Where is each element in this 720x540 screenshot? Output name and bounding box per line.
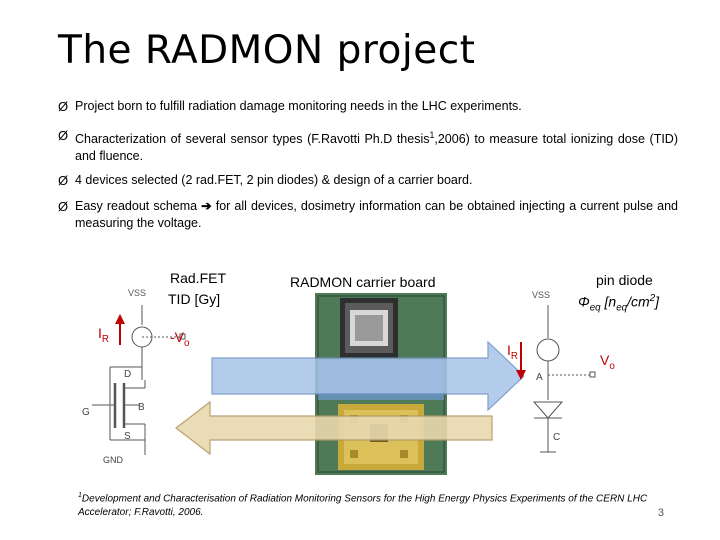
diode-vo-main: V: [600, 352, 610, 368]
diode-label: pin diode: [596, 272, 653, 288]
bullet-2-text-pre: Characterization of several sensor types…: [75, 132, 430, 147]
carrier-board-label: RADMON carrier board: [290, 274, 436, 290]
footnote: 1Development and Characterisation of Rad…: [78, 489, 678, 520]
radfet-vo-main: -V: [170, 329, 184, 345]
diode-vss-label: VSS: [532, 290, 551, 300]
bullet-2-text-post: ,2006) to measure total ionizing dose (T…: [75, 132, 678, 164]
diode-phi: Φ: [578, 293, 590, 310]
radfet-ir-main: I: [98, 325, 102, 341]
bullet-4-text-post: for all devices, dosimetry information c…: [75, 199, 679, 230]
footnote-text: Development and Characterisation of Radi…: [78, 493, 648, 519]
radfet-bulk-label: B: [138, 402, 145, 413]
bullet-2-footnote-ref: 1: [429, 130, 435, 140]
diode-current-arrow: [516, 342, 526, 380]
bullet-arrow-icon: Ø: [58, 173, 69, 188]
diode-ir-sub: R: [510, 350, 518, 362]
bullet-3-text: 4 devices selected (2 rad.FET, 2 pin dio…: [75, 173, 473, 187]
right-arrow-icon: ➔: [201, 199, 212, 213]
bullet-2: Ø Characterization of several sensor typ…: [58, 127, 678, 165]
radfet-vo-label: -Vo: [170, 329, 189, 349]
radfet-ir-sub: R: [101, 333, 109, 345]
bullet-3: Ø 4 devices selected (2 rad.FET, 2 pin d…: [58, 172, 678, 189]
diode-unit-close: ]: [655, 293, 660, 310]
radfet-vss-label: VSS: [128, 288, 147, 298]
diode-ir-main: I: [507, 342, 511, 358]
radfet-gnd-label: GND: [103, 455, 123, 465]
radfet-current-arrow: [115, 314, 125, 345]
bullet-4-text: Easy readout schema ➔ for all devices, d…: [75, 198, 678, 232]
bullet-4-text-pre: Easy readout schema: [75, 199, 202, 213]
diode-phi-sub: eq: [589, 302, 601, 314]
radfet-gate-label: G: [82, 407, 90, 418]
bullet-arrow-icon: Ø: [58, 199, 69, 214]
bullet-1-text: Project born to fulfill radiation damage…: [75, 99, 522, 113]
diode-unit-label: Φeq [neq/cm2]: [578, 293, 659, 313]
radfet-ir-label: IR: [98, 325, 109, 345]
diode-unit-sub: eq: [616, 302, 628, 314]
diode-vo-label: Vo: [600, 352, 615, 372]
tan-left-arrow: [175, 400, 493, 456]
bullet-2-text: Characterization of several sensor types…: [75, 127, 678, 165]
bullet-1: Ø Project born to fulfill radiation dama…: [58, 98, 678, 115]
diode-anode-label: A: [536, 372, 543, 383]
radfet-vo-sub: o: [184, 337, 190, 349]
diode-unit-sup: 2: [649, 293, 656, 304]
diode-vo-sub: o: [609, 360, 615, 372]
bullet-4: Ø Easy readout schema ➔ for all devices,…: [58, 198, 678, 232]
page-number: 3: [657, 507, 664, 519]
radfet-drain-label: D: [124, 369, 132, 380]
footnote-marker: 1: [78, 492, 82, 499]
page-title: The RADMON project: [58, 28, 476, 73]
radfet-label: Rad.FET: [170, 270, 227, 286]
bullet-arrow-icon: Ø: [58, 99, 69, 114]
radfet-source-label: S: [124, 431, 131, 442]
diode-cathode-label: C: [553, 432, 561, 443]
diode-unit-mid: /cm: [627, 293, 650, 310]
blue-right-arrow: [211, 340, 525, 412]
diode-ir-label: IR: [507, 342, 518, 362]
diode-circuit: [532, 305, 596, 453]
diode-unit-open: [n: [600, 293, 617, 310]
bullet-arrow-icon: Ø: [58, 128, 69, 143]
radfet-unit-label: TID [Gy]: [168, 291, 221, 307]
radfet-circuit: [92, 305, 186, 455]
